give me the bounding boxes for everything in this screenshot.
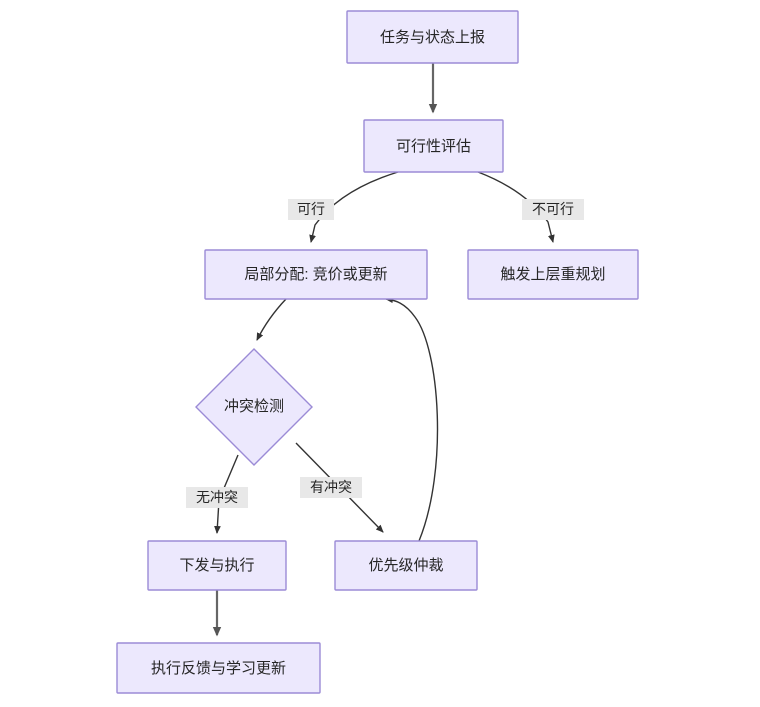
node-conflict-detect-label: 冲突检测: [224, 398, 284, 415]
node-trigger-replan[interactable]: 触发上层重规划: [467, 249, 639, 300]
node-dispatch-execute[interactable]: 下发与执行: [147, 540, 287, 591]
edge-label-has-conflict-text: 有冲突: [310, 479, 352, 495]
edge-label-infeasible-text: 不可行: [532, 201, 574, 217]
edge-label-no-conflict-text: 无冲突: [196, 489, 238, 505]
node-trigger-replan-label: 触发上层重规划: [500, 266, 605, 283]
edge-label-has-conflict: 有冲突: [300, 477, 362, 498]
edge-label-feasible-text: 可行: [297, 201, 325, 217]
edge-feasibility-to-local-allocation: [309, 171, 399, 243]
edge-arbitration-to-local-allocation: [385, 296, 439, 542]
edge-label-no-conflict: 无冲突: [186, 487, 248, 508]
node-task-report-label: 任务与状态上报: [380, 29, 485, 46]
edge-feasibility-to-trigger-replan: [477, 171, 555, 243]
node-priority-arbitration-label: 优先级仲裁: [368, 557, 443, 574]
node-priority-arbitration[interactable]: 优先级仲裁: [334, 540, 478, 591]
node-conflict-detect[interactable]: 冲突检测: [195, 348, 313, 466]
node-feasibility-eval-label: 可行性评估: [396, 138, 471, 155]
node-feasibility-eval[interactable]: 可行性评估: [363, 119, 504, 173]
node-task-report[interactable]: 任务与状态上报: [346, 10, 519, 64]
edge-label-feasible: 可行: [288, 199, 334, 220]
node-local-allocation[interactable]: 局部分配: 竞价或更新: [204, 249, 428, 300]
edge-local-allocation-to-conflict-detect: [256, 298, 287, 341]
node-local-allocation-label: 局部分配: 竞价或更新: [244, 265, 387, 283]
node-feedback-learning-label: 执行反馈与学习更新: [151, 660, 286, 677]
edge-label-infeasible: 不可行: [522, 199, 584, 220]
node-dispatch-execute-label: 下发与执行: [179, 557, 254, 574]
node-feedback-learning[interactable]: 执行反馈与学习更新: [116, 642, 321, 694]
